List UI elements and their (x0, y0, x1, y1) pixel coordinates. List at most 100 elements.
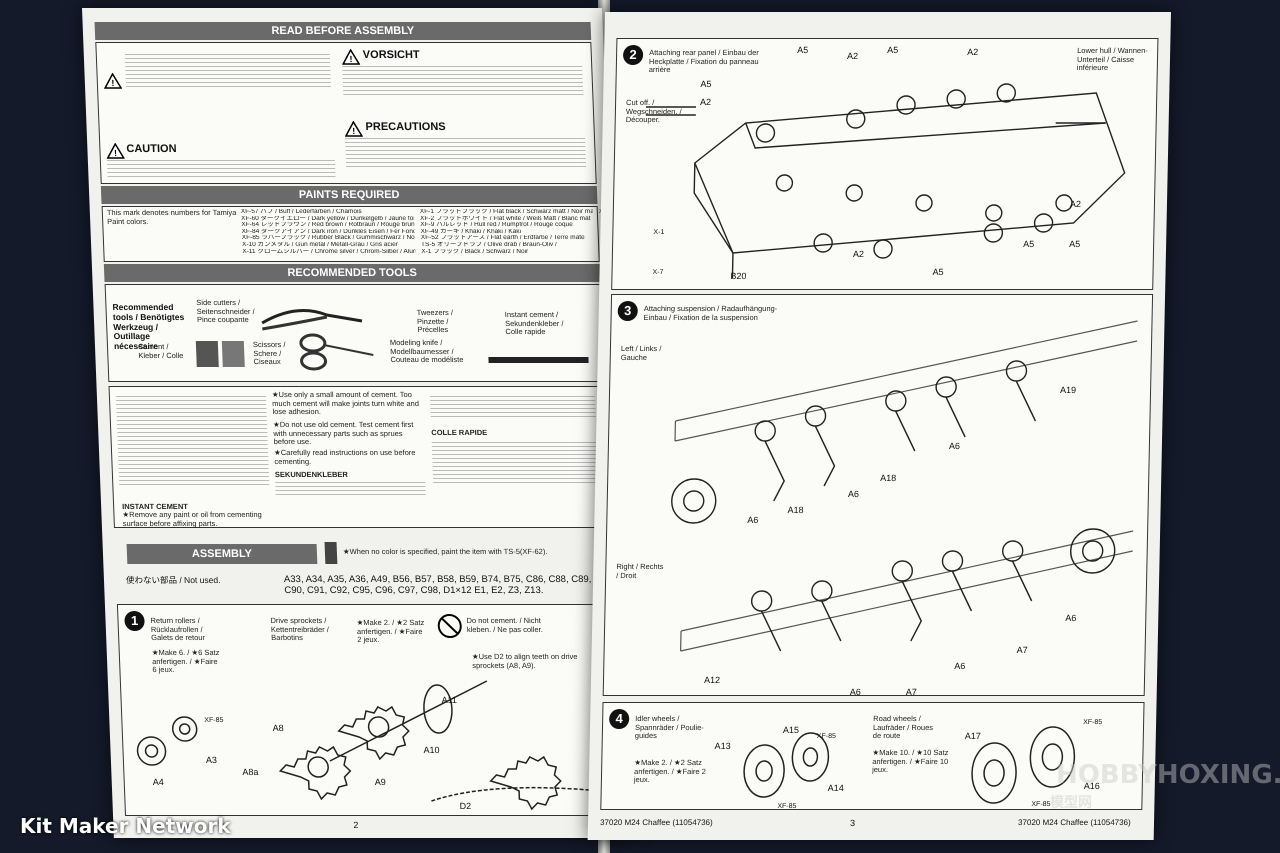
part-label: A7 (1016, 645, 1028, 655)
tweezers-label: Tweezers / Pinzette / Précelles (416, 308, 454, 335)
site-watermark: HOBBYHOXING.NET (1056, 760, 1280, 790)
part-label: A6 (849, 687, 861, 697)
part-label: A7 (905, 687, 917, 697)
paint-label: XF-85 (816, 733, 836, 740)
modeling-knife-icon (488, 357, 589, 363)
paint-bottle-icon (324, 542, 338, 564)
paint-item: XF-2 フラットホワイト / Flat white / Weiß Matt /… (419, 215, 591, 222)
part-label: A19 (1059, 385, 1077, 395)
not-used-label: 使わない部品 / Not used. (125, 575, 221, 585)
paint-item: XF-49 カーキ / Khaki / Khaki / Kaki (420, 228, 522, 235)
cement-note-2: ★Do not use old cement. Test cement firs… (272, 420, 414, 447)
paint-item: XF-57 バフ / Buff / Lederfarben / Chamois (240, 209, 362, 215)
no-cement-icon (437, 614, 462, 638)
footer-product-code: 37020 M24 Chaffee (11054736) (599, 818, 713, 827)
part-label: A8a (242, 767, 259, 777)
read-before-header: READ BEFORE ASSEMBLY (94, 22, 592, 40)
part-label: A2 (967, 47, 979, 57)
part-label: A5 (1023, 239, 1035, 249)
instant-cement-label: Instant cement / Sekundenkleber / Colle … (504, 310, 564, 337)
part-label: A8 (272, 723, 284, 733)
instruction-page-left: READ BEFORE ASSEMBLY ! ! CAUTION ! VORSI… (82, 8, 688, 838)
return-rollers-label: Return rollers / Rücklaufrollen / Galets… (150, 616, 206, 643)
step-3-box: 3 Attaching suspension / Radaufhängung-E… (602, 294, 1154, 697)
paint-item: XF-60 ダークイエロー / Dark yellow / Dunkelgelb… (240, 215, 415, 222)
warning-icon: ! (103, 73, 123, 89)
scissors-label: Scissors / Schere / Ciseaux (252, 340, 286, 367)
part-label: A6 (1065, 613, 1077, 623)
step-4-diagram (743, 726, 1076, 804)
part-label: A2 (1069, 199, 1082, 209)
instruction-page-right: 2 Attaching rear panel / Einbau der Heck… (587, 12, 1171, 840)
footer-product-code: 37020 M24 Chaffee (11054736) (1017, 818, 1131, 827)
part-label: A5 (700, 79, 712, 89)
part-label: A9 (374, 777, 386, 787)
kit-maker-network-logo: Kit Maker Network (20, 814, 231, 838)
paint-label: XF-85 (777, 803, 797, 810)
caution-title: CAUTION (126, 143, 177, 155)
step-3-diagram (671, 320, 1138, 652)
paint-item: X-10 ガンメタル / Gun metal / Metall-Grau / G… (241, 241, 399, 248)
part-label: A15 (782, 725, 800, 735)
part-label: A11 (441, 695, 458, 705)
part-label: A5 (932, 267, 944, 277)
part-label: XF-85 (204, 717, 224, 724)
part-label: A6 (948, 441, 961, 451)
paint-item: XF-1 フラットブラック / Flat black / Schwarz mat… (419, 209, 593, 215)
svg-text:!: ! (111, 78, 114, 88)
paints-required-header: PAINTS REQUIRED (100, 186, 598, 204)
paint-item: X-1 ブラック / Black / Schwarz / Noir (421, 248, 529, 255)
part-label: A18 (787, 505, 804, 515)
paint-item: XF-85 ラバーブラック / Rubber Black / Gummischw… (241, 235, 415, 242)
svg-text:!: ! (349, 54, 352, 64)
recommended-tools-header: RECOMMENDED TOOLS (103, 264, 601, 282)
drive-sprockets-label: Drive sprockets / Kettentreibräder / Bar… (270, 616, 329, 643)
paint-item: XF-84 ダークアイアン / Dark iron / Dunkles Eise… (241, 228, 415, 235)
tools-box: Recommended tools / Benötigtes Werkzeug … (104, 284, 605, 382)
step-2-box: 2 Attaching rear panel / Einbau der Heck… (611, 38, 1159, 290)
paint-label: X-7 (652, 269, 664, 276)
paint-label: X-1 (653, 229, 665, 236)
part-label: B20 (730, 271, 747, 281)
part-label: A18 (880, 473, 897, 483)
do-not-cement-label: Do not cement. / Nicht kleben. / Ne pas … (466, 616, 543, 634)
part-label: A2 (846, 51, 859, 61)
step-1-diagram (136, 680, 602, 811)
paint-item: XF-64 レッドブラウン / Red brown / Rotbraun / R… (241, 222, 415, 229)
make-2-note: ★Make 2. / ★2 Satz anfertigen. / ★Faire … (356, 618, 425, 645)
paints-box: This mark denotes numbers for Tamiya Pai… (101, 206, 688, 262)
step-4-box: 4 Idler wheels / Spannräder / Poulie-gui… (600, 702, 1145, 810)
part-label: A12 (703, 675, 721, 685)
caution-box: ! ! CAUTION ! VORSICHT ! PRECAUTIONS (95, 42, 597, 184)
knife-label: Modeling knife / Modellbaumesser / Coute… (389, 338, 464, 365)
watermark-brand: Kit Maker Network (20, 814, 231, 838)
cement-notes-box: ★Use only a small amount of cement. Too … (108, 386, 610, 528)
side-cutters-icon (261, 309, 363, 331)
paint-item: XF-9 ハルレッド / Hull red / Rumpfrot / Rouge… (420, 222, 573, 229)
paint-note: This mark denotes numbers for Tamiya Pai… (106, 208, 237, 226)
svg-text:!: ! (352, 126, 355, 136)
assembly-note: ★When no color is specified, paint the i… (342, 547, 548, 556)
part-label: A5 (797, 45, 809, 55)
warning-icon: ! (344, 121, 363, 137)
part-label: A5 (1069, 239, 1081, 249)
part-label: A6 (847, 489, 860, 499)
instant-cement-text: ★Remove any paint or oil from cementing … (122, 510, 262, 528)
assembly-header: ASSEMBLY (126, 544, 318, 564)
part-label: A10 (423, 745, 440, 755)
paint-label: XF-85 (1083, 719, 1103, 726)
part-label: A4 (152, 777, 164, 787)
site-watermark-cn: 模型网 (1050, 795, 1092, 811)
paint-label: XF-85 (1031, 801, 1051, 808)
part-label: A5 (887, 45, 899, 55)
page-number: 3 (849, 818, 856, 828)
step-2-diagram (645, 83, 1126, 278)
colle-rapide-title: COLLE RAPIDE (431, 428, 488, 437)
paint-item: TS-5 オリーブドラブ / Olive drab / Braun-Oliv / (420, 241, 557, 248)
precautions-title: PRECAUTIONS (365, 121, 446, 133)
warning-icon: ! (106, 143, 125, 159)
paint-item: X-11 クロームシルバー / Chrome silver / Chrom-Si… (242, 248, 416, 255)
part-label: A6 (747, 515, 759, 525)
part-label: A6 (954, 661, 966, 671)
